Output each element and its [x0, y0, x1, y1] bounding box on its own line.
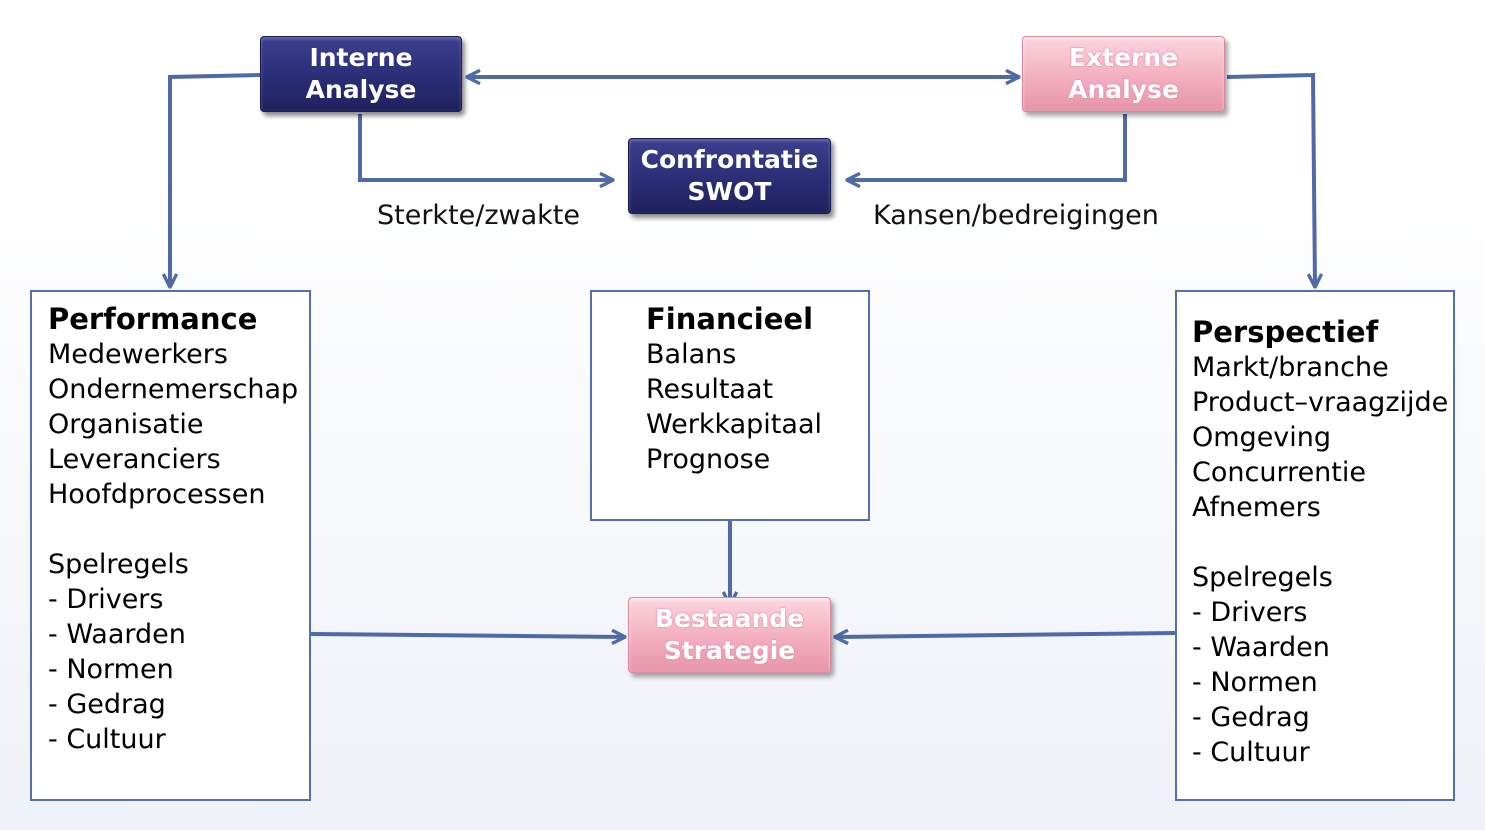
arrow-performance-bestaande	[310, 634, 624, 637]
performance-rules-list: Spelregels - Drivers - Waarden - Normen …	[48, 547, 309, 757]
bestaande-line1: Bestaande	[654, 604, 805, 633]
list-item: - Drivers	[1192, 597, 1308, 628]
list-item: - Drivers	[48, 584, 164, 615]
performance-box: Performance Medewerkers Ondernemerschap …	[30, 290, 311, 801]
strengths-weaknesses-label: Sterkte/zwakte	[377, 200, 581, 231]
list-item: Resultaat	[646, 374, 774, 405]
financieel-box: Financieel Balans Resultaat Werkkapitaal…	[590, 290, 870, 521]
list-item: Omgeving	[1192, 422, 1332, 453]
confrontatie-line2: SWOT	[687, 177, 772, 206]
list-item: Organisatie	[48, 409, 204, 440]
list-item: Balans	[646, 339, 737, 370]
interne-analyse-node: Interne Analyse	[260, 36, 462, 112]
list-item: - Gedrag	[1192, 702, 1310, 733]
list-item: Prognose	[646, 444, 771, 475]
list-item: Product–vraagzijde	[1192, 387, 1449, 418]
financieel-title: Financieel	[646, 302, 814, 336]
perspectief-list: Markt/branche Product–vraagzijde Omgevin…	[1192, 350, 1453, 525]
interne-analyse-line1: Interne	[309, 43, 413, 72]
performance-title: Performance	[48, 302, 258, 336]
confrontatie-swot-node: Confrontatie SWOT	[628, 138, 831, 214]
performance-list: Medewerkers Ondernemerschap Organisatie …	[48, 337, 309, 512]
list-item: - Waarden	[1192, 632, 1330, 663]
list-item: - Gedrag	[48, 689, 166, 720]
list-item: - Normen	[48, 654, 174, 685]
interne-analyse-line2: Analyse	[305, 75, 417, 104]
externe-analyse-line1: Externe	[1068, 43, 1179, 72]
list-item: Medewerkers	[48, 339, 228, 370]
bestaande-strategie-node: Bestaande Strategie	[628, 597, 831, 673]
financieel-list: Balans Resultaat Werkkapitaal Prognose	[646, 337, 868, 477]
list-item: - Normen	[1192, 667, 1318, 698]
list-item: Markt/branche	[1192, 352, 1389, 383]
list-item: Ondernemerschap	[48, 374, 299, 405]
rules-title: Spelregels	[48, 549, 189, 580]
list-item: Afnemers	[1192, 492, 1321, 523]
externe-analyse-node: Externe Analyse	[1022, 36, 1225, 112]
arrow-externe-confrontatie	[848, 114, 1127, 180]
list-item: Hoofdprocessen	[48, 479, 266, 510]
list-item: Werkkapitaal	[646, 409, 822, 440]
list-item: - Cultuur	[1192, 737, 1310, 768]
externe-analyse-line2: Analyse	[1068, 75, 1179, 104]
arrow-externe-perspectief	[1226, 72, 1315, 286]
bestaande-line2: Strategie	[663, 636, 796, 665]
list-item: - Waarden	[48, 619, 186, 650]
arrow-perspectief-bestaande	[836, 633, 1176, 637]
arrow-interne-confrontatie	[358, 114, 612, 180]
perspectief-rules-list: Spelregels - Drivers - Waarden - Normen …	[1192, 560, 1453, 770]
rules-title: Spelregels	[1192, 562, 1333, 593]
list-item: - Cultuur	[48, 724, 166, 755]
list-item: Leveranciers	[48, 444, 221, 475]
perspectief-title: Perspectief	[1192, 315, 1379, 349]
confrontatie-line1: Confrontatie	[640, 145, 819, 174]
arrow-interne-performance	[170, 73, 261, 286]
perspectief-box: Perspectief Markt/branche Product–vraagz…	[1175, 290, 1455, 801]
opportunities-threats-label: Kansen/bedreigingen	[873, 200, 1159, 231]
list-item: Concurrentie	[1192, 457, 1366, 488]
